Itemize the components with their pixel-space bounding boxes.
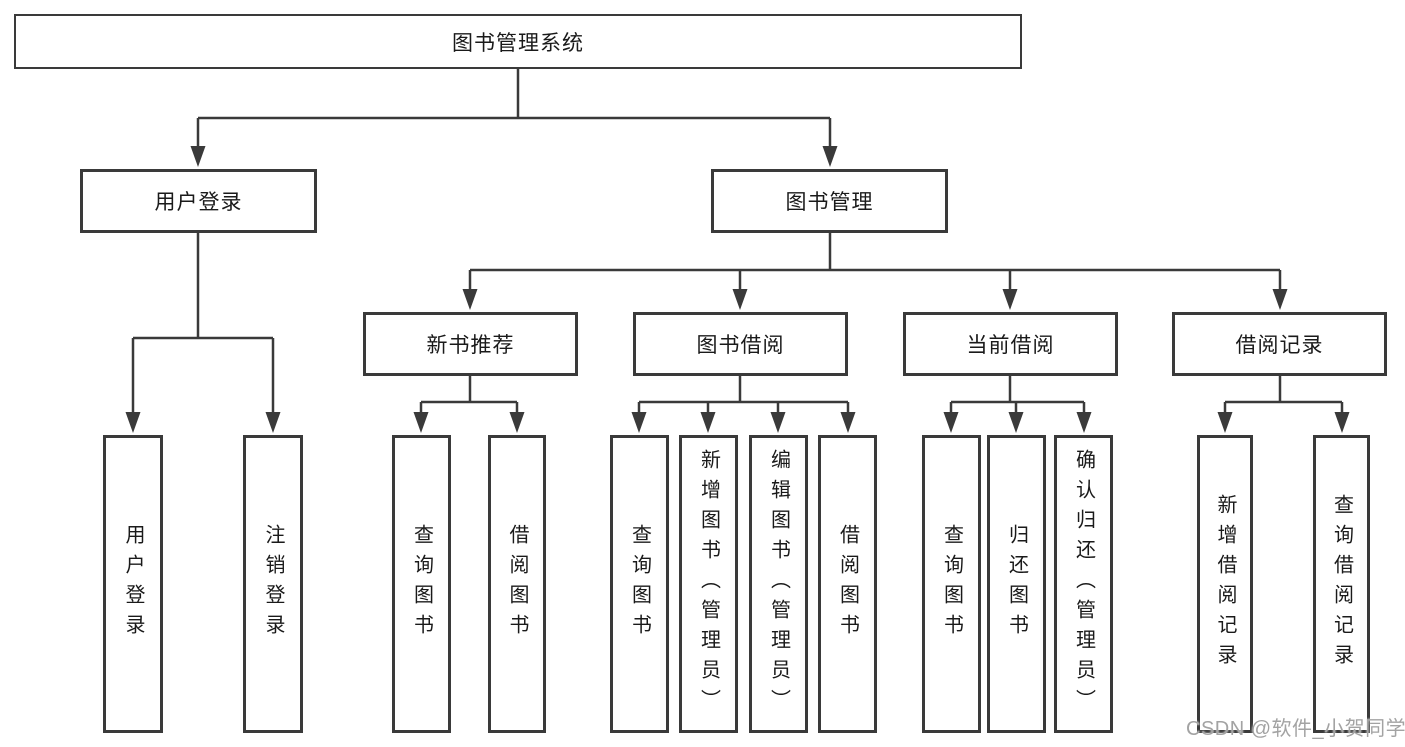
leaf-label: 借阅图书 xyxy=(836,524,859,644)
leaf-add-borrow-record: 新增借阅记录 xyxy=(1197,435,1253,733)
leaf-label: 编辑图书（管理员） xyxy=(767,449,790,719)
leaf-logout: 注销登录 xyxy=(243,435,303,733)
leaf-confirm-return-admin: 确认归还（管理员） xyxy=(1054,435,1113,733)
arrowhead xyxy=(1076,412,1092,433)
leaf-label: 注销登录 xyxy=(262,524,284,644)
leaf-label: 查询图书 xyxy=(410,524,433,644)
leaf-query-books-current: 查询图书 xyxy=(922,435,981,733)
leaf-label: 查询图书 xyxy=(940,524,963,644)
arrowhead xyxy=(1272,289,1288,310)
node-library-management-system: 图书管理系统 xyxy=(14,14,1022,69)
node-user-login: 用户登录 xyxy=(80,169,317,233)
leaf-label: 查询图书 xyxy=(628,524,651,644)
arrowhead xyxy=(770,412,786,433)
arrowhead xyxy=(1334,412,1350,433)
arrowhead xyxy=(943,412,959,433)
leaf-label: 新增图书（管理员） xyxy=(697,449,720,719)
node-current-borrowing: 当前借阅 xyxy=(903,312,1118,376)
leaf-query-books-borrowing: 查询图书 xyxy=(610,435,669,733)
arrowhead xyxy=(1002,289,1018,310)
arrowhead xyxy=(631,412,647,433)
leaf-label: 用户登录 xyxy=(122,524,144,644)
arrowhead xyxy=(700,412,716,433)
leaf-label: 借阅图书 xyxy=(506,524,528,644)
arrowhead xyxy=(509,412,525,433)
leaf-label: 确认归还（管理员） xyxy=(1072,449,1095,719)
leaf-query-books-recommend: 查询图书 xyxy=(392,435,451,733)
node-book-borrowing: 图书借阅 xyxy=(633,312,848,376)
leaf-query-borrow-record: 查询借阅记录 xyxy=(1313,435,1370,733)
leaf-user-login: 用户登录 xyxy=(103,435,163,733)
node-borrowing-records: 借阅记录 xyxy=(1172,312,1387,376)
arrowhead xyxy=(1008,412,1024,433)
leaf-add-book-admin: 新增图书（管理员） xyxy=(679,435,738,733)
leaf-borrow-books-recommend: 借阅图书 xyxy=(488,435,546,733)
arrowhead xyxy=(1217,412,1233,433)
leaf-edit-book-admin: 编辑图书（管理员） xyxy=(749,435,808,733)
arrowhead xyxy=(265,412,281,433)
arrowhead xyxy=(732,289,748,310)
leaf-label: 归还图书 xyxy=(1005,524,1028,644)
arrowhead xyxy=(462,289,478,310)
arrowhead xyxy=(822,146,838,167)
leaf-label: 新增借阅记录 xyxy=(1214,494,1236,674)
node-new-book-recommendation: 新书推荐 xyxy=(363,312,578,376)
arrowhead xyxy=(840,412,856,433)
leaf-label: 查询借阅记录 xyxy=(1330,494,1353,674)
leaf-return-book: 归还图书 xyxy=(987,435,1046,733)
watermark: CSDN @软件_小贺同学 xyxy=(1186,718,1405,740)
leaf-borrow-books-borrowing: 借阅图书 xyxy=(818,435,877,733)
arrowhead xyxy=(125,412,141,433)
arrowhead xyxy=(190,146,206,167)
arrowhead xyxy=(413,412,429,433)
node-book-management: 图书管理 xyxy=(711,169,948,233)
